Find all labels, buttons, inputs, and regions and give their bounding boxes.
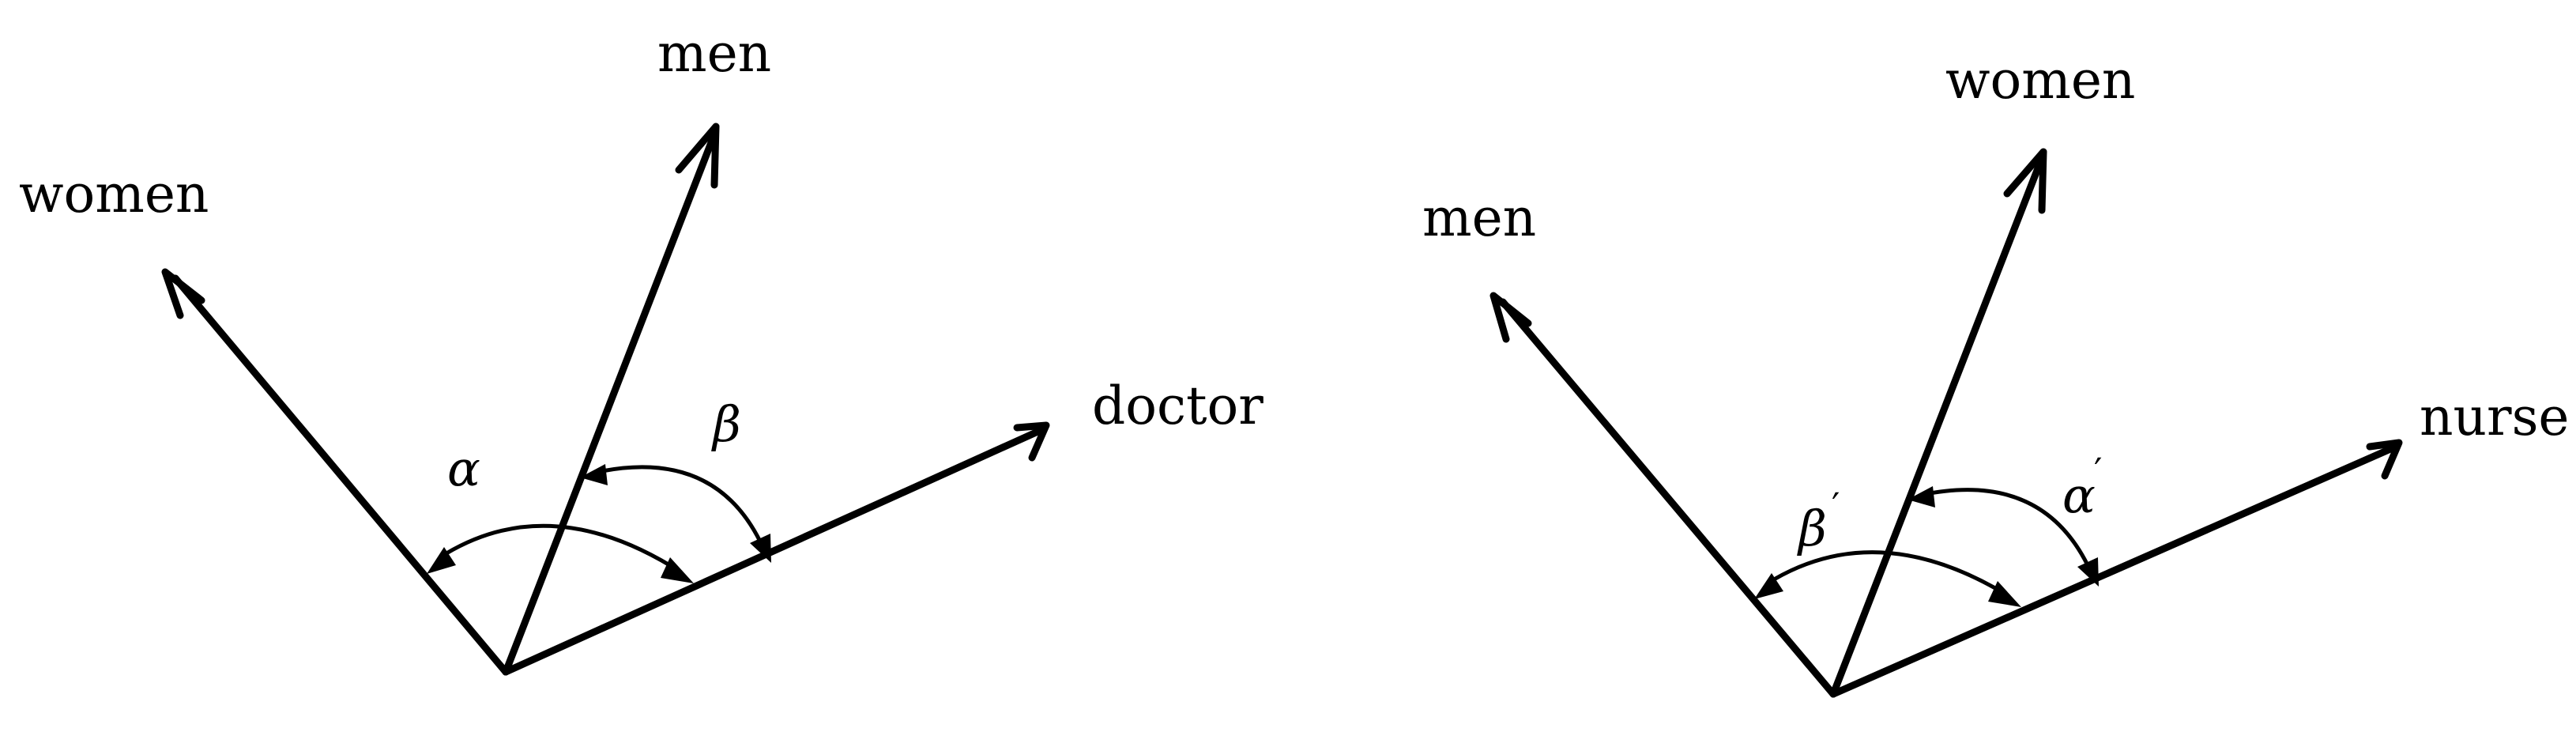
left-arrowhead-men [675,123,720,189]
left-arrowhead-doctor [1013,421,1050,462]
right-label-alpha: α [2062,466,2096,524]
left-label-doctor: doctor [1092,375,1264,436]
right-diagram: women men nurse β ′ α ′ [1422,50,2570,698]
left-label-alpha: α [447,440,480,497]
left-arc-alpha-tip-women [427,547,456,574]
right-label-women: women [1945,50,2135,111]
left-arrowhead-women [161,268,205,319]
left-label-beta: β [711,395,741,453]
right-arc-beta-prime-tip-nurse [1988,581,2021,607]
left-arc-beta-tip-men [580,464,608,485]
right-arc-alpha-prime [1921,488,2090,567]
left-vector-men [502,130,718,676]
right-vector-women [1829,154,2046,698]
right-arc-beta-prime [1772,550,2010,598]
right-arc-beta-prime-tip-men [1754,573,1783,599]
right-vector-men [1499,298,1837,698]
left-vector-women [171,274,510,676]
right-arrowhead-men [1489,292,1532,343]
left-arc-beta [593,465,763,543]
left-arc-alpha-tip-doctor [661,557,694,583]
right-label-men: men [1422,187,1536,248]
right-arc-alpha-prime-tip-nurse [2077,557,2099,587]
left-arc-alpha [445,523,683,575]
left-diagram: men women doctor α β [19,23,1264,676]
right-label-beta: β [1797,500,1827,557]
right-arc-alpha-prime-tip-women [1908,486,1935,507]
right-arrowhead-nurse [2366,439,2403,480]
right-label-alpha-prime-mark: ′ [2094,450,2102,492]
left-arc-beta-tip-doctor [750,534,771,563]
left-label-men: men [657,23,771,84]
right-label-nurse: nurse [2420,387,2570,447]
left-vector-doctor [502,425,1047,676]
right-vector-nurse [1829,443,2400,698]
left-label-women: women [19,164,209,225]
right-label-beta-prime-mark: ′ [1832,485,1840,527]
right-arrowhead-women [2003,148,2047,214]
